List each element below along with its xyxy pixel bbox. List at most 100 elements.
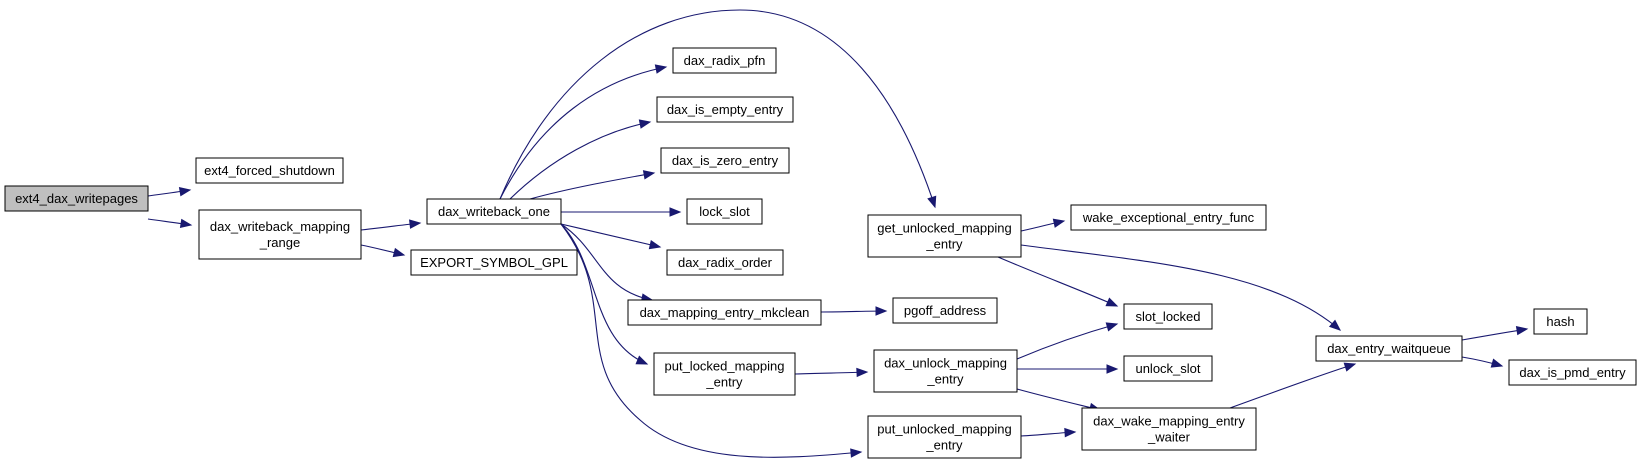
node-box	[1315, 335, 1463, 362]
node-dax_unlock_mapping_entry[interactable]: dax_unlock_mapping_entry	[873, 349, 1018, 393]
arrowhead-icon	[654, 64, 668, 74]
node-box	[410, 249, 578, 276]
edge-get_unlocked_mapping_entry-to-wake_exceptional_entry_func	[1020, 218, 1066, 232]
node-label: hash	[1546, 314, 1574, 329]
node-label: ext4_forced_shutdown	[204, 163, 335, 178]
edge-line	[560, 223, 653, 301]
node-box	[867, 214, 1022, 258]
node-dax_is_pmd_entry[interactable]: dax_is_pmd_entry	[1508, 359, 1637, 386]
edge-dax_writeback_one-to-dax_radix_order	[560, 223, 662, 250]
edge-dax_writeback_one-to-get_unlocked_mapping_entry	[499, 9, 937, 209]
node-dax_is_empty_entry[interactable]: dax_is_empty_entry	[656, 96, 794, 123]
edge-dax_writeback_one-to-dax_is_empty_entry	[509, 119, 652, 200]
node-lock_slot[interactable]: lock_slot	[686, 198, 763, 225]
arrowhead-icon	[642, 170, 656, 180]
node-box	[867, 415, 1022, 459]
edge-put_locked_mapping_entry-to-dax_unlock_mapping_entry	[794, 367, 869, 378]
node-box	[653, 352, 796, 396]
node-label: _entry	[926, 372, 964, 387]
node-dax_writeback_one[interactable]: dax_writeback_one	[426, 198, 562, 225]
edge-dax_writeback_one-to-put_locked_mapping_entry	[560, 223, 649, 365]
node-dax_wake_mapping_entry_waiter[interactable]: dax_wake_mapping_entry_waiter	[1081, 407, 1257, 451]
edge-line	[509, 121, 651, 200]
node-label: ext4_dax_writepages	[15, 191, 138, 206]
arrowhead-icon	[178, 187, 192, 197]
arrowhead-icon	[1105, 322, 1119, 332]
node-label: wake_exceptional_entry_func	[1082, 210, 1255, 225]
node-box	[892, 297, 998, 324]
node-label: _entry	[705, 375, 743, 390]
node-label: dax_is_zero_entry	[672, 153, 779, 168]
node-box	[4, 185, 149, 212]
node-put_unlocked_mapping_entry[interactable]: put_unlocked_mapping_entry	[867, 415, 1022, 459]
node-box	[195, 157, 344, 184]
node-slot_locked[interactable]: slot_locked	[1123, 303, 1213, 330]
edge-line	[997, 256, 1118, 307]
node-label: _entry	[925, 237, 963, 252]
node-label: dax_radix_pfn	[684, 53, 766, 68]
arrowhead-icon	[409, 219, 422, 229]
arrowhead-icon	[1343, 362, 1357, 372]
arrowhead-icon	[392, 247, 406, 258]
node-get_unlocked_mapping_entry[interactable]: get_unlocked_mapping_entry	[867, 214, 1022, 258]
node-dax_is_zero_entry[interactable]: dax_is_zero_entry	[660, 147, 790, 174]
edge-put_unlocked_mapping_entry-to-dax_wake_mapping_entry_waiter	[1020, 427, 1077, 438]
edge-line	[529, 172, 655, 200]
node-dax_radix_pfn[interactable]: dax_radix_pfn	[672, 47, 777, 74]
arrowhead-icon	[1490, 358, 1504, 368]
node-label: dax_radix_order	[678, 255, 773, 270]
arrowhead-icon	[1106, 364, 1119, 374]
node-label: dax_writeback_mapping	[210, 219, 350, 234]
edges-layer	[147, 9, 1529, 458]
node-label: _range	[259, 235, 300, 250]
arrowhead-icon	[875, 306, 888, 316]
node-box	[1123, 355, 1213, 382]
node-dax_radix_order[interactable]: dax_radix_order	[666, 249, 784, 276]
edge-ext4_dax_writepages-to-ext4_forced_shutdown	[147, 187, 192, 197]
arrowhead-icon	[1052, 218, 1066, 228]
node-dax_mapping_entry_mkclean[interactable]: dax_mapping_entry_mkclean	[627, 299, 822, 326]
edge-ext4_dax_writepages-to-dax_writeback_mapping_range	[147, 218, 193, 229]
node-dax_writeback_mapping_range[interactable]: dax_writeback_mapping_range	[198, 209, 362, 260]
node-box	[873, 349, 1018, 393]
node-box	[1123, 303, 1213, 330]
node-EXPORT_SYMBOL_GPL[interactable]: EXPORT_SYMBOL_GPL	[410, 249, 578, 276]
node-label: slot_locked	[1135, 309, 1200, 324]
edge-dax_writeback_one-to-lock_slot	[561, 207, 682, 217]
node-ext4_forced_shutdown[interactable]: ext4_forced_shutdown	[195, 157, 344, 184]
edge-line	[560, 223, 648, 365]
node-put_locked_mapping_entry[interactable]: put_locked_mapping_entry	[653, 352, 796, 396]
edge-dax_writeback_one-to-dax_is_zero_entry	[529, 170, 656, 200]
node-label: dax_unlock_mapping	[884, 356, 1007, 371]
node-label: lock_slot	[699, 204, 750, 219]
node-label: put_unlocked_mapping	[877, 422, 1011, 437]
edge-dax_wake_mapping_entry_waiter-to-dax_entry_waitqueue	[1229, 362, 1357, 409]
node-box	[1533, 308, 1588, 335]
node-box	[686, 198, 763, 225]
node-box	[1081, 407, 1257, 451]
node-pgoff_address[interactable]: pgoff_address	[892, 297, 998, 324]
edge-dax_unlock_mapping_entry-to-unlock_slot	[1017, 364, 1119, 374]
arrowhead-icon	[648, 239, 662, 250]
node-label: _waiter	[1147, 430, 1191, 445]
node-label: dax_writeback_one	[438, 204, 550, 219]
edge-dax_writeback_mapping_range-to-EXPORT_SYMBOL_GPL	[360, 244, 406, 258]
arrowhead-icon	[1328, 319, 1342, 331]
node-ext4_dax_writepages[interactable]: ext4_dax_writepages	[4, 185, 149, 212]
node-wake_exceptional_entry_func[interactable]: wake_exceptional_entry_func	[1070, 204, 1267, 231]
edge-dax_writeback_one-to-put_unlocked_mapping_entry	[560, 223, 863, 458]
node-unlock_slot[interactable]: unlock_slot	[1123, 355, 1213, 382]
arrowhead-icon	[856, 367, 869, 378]
node-box	[198, 209, 362, 260]
node-dax_entry_waitqueue[interactable]: dax_entry_waitqueue	[1315, 335, 1463, 362]
edge-line	[1020, 244, 1341, 331]
node-label: EXPORT_SYMBOL_GPL	[420, 255, 568, 270]
edge-dax_unlock_mapping_entry-to-slot_locked	[1016, 322, 1119, 360]
node-hash[interactable]: hash	[1533, 308, 1588, 335]
arrowhead-icon	[1064, 427, 1077, 438]
nodes-layer: ext4_dax_writepagesext4_forced_shutdownd…	[4, 47, 1637, 459]
node-box	[666, 249, 784, 276]
edge-line	[1016, 323, 1118, 360]
arrowhead-icon	[179, 218, 193, 229]
